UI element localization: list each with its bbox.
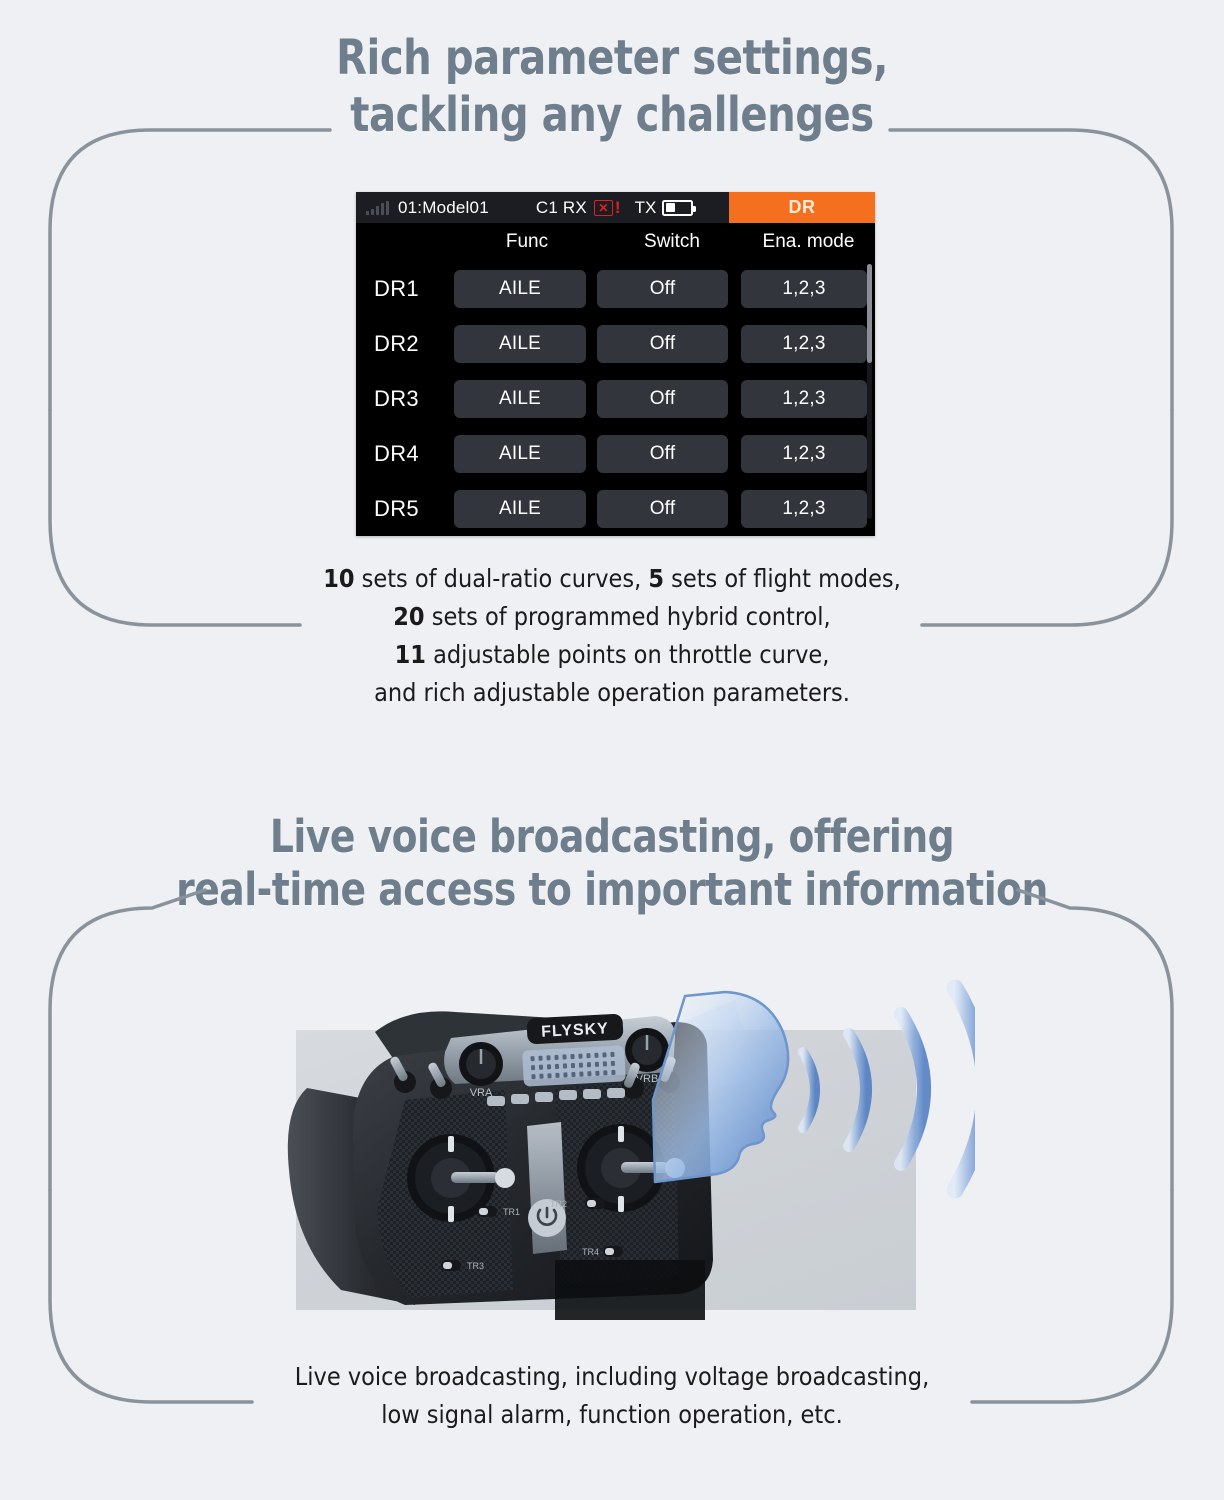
row-switch-cell[interactable]: Off [597,324,728,363]
lcd-scrollbar[interactable] [867,264,872,519]
table-row: DR5 AILE Off 1,2,3 [356,481,875,536]
trim-label-tr1: TR1 [503,1207,520,1217]
row-ena-mode-cell[interactable]: 1,2,3 [741,379,867,418]
section2-caption: Live voice broadcasting, including volta… [0,1358,1224,1434]
section1-heading-line2: tackling any challenges [350,86,874,143]
row-func-cell[interactable]: AILE [454,324,586,363]
lcd-col-switch: Switch [644,231,700,252]
trim-label-tr3: TR3 [467,1261,484,1271]
section1-caption: 10 sets of dual-ratio curves, 5 sets of … [0,560,1224,712]
row-func-cell[interactable]: AILE [454,489,586,528]
row-label: DR2 [374,330,419,356]
row-func-cell[interactable]: AILE [454,269,586,308]
section2-heading: Live voice broadcasting, offering real-t… [43,810,1181,916]
row-switch-cell[interactable]: Off [597,489,728,528]
transmitter-lcd-screen: 01:Model01 C1 RX ✕ ! TX DR Func Switch E… [356,192,875,536]
lcd-scrollbar-thumb[interactable] [867,264,872,364]
row-ena-mode-cell[interactable]: 1,2,3 [741,489,867,528]
caption-line-3: 11 adjustable points on throttle curve, [0,636,1224,674]
row-label: DR4 [374,440,419,466]
speaking-face-icon [651,990,790,1184]
brand-plate [526,1013,624,1045]
caption2-line-1: Live voice broadcasting, including volta… [294,1362,930,1391]
row-switch-cell[interactable]: Off [597,434,728,473]
table-row: DR2 AILE Off 1,2,3 [356,316,875,371]
lcd-col-func: Func [505,231,549,252]
caption-bold-20: 20 [393,602,425,631]
lcd-rx-label: C1 RX [535,197,587,217]
lcd-tx-label: TX [634,197,657,217]
lcd-model-name: 01:Model01 [398,197,489,217]
brand-label: FLYSKY [541,1020,609,1041]
speaker-grille-icon [522,1045,626,1087]
lcd-table-header: Func Switch Ena. mode [356,223,875,261]
button-strip [487,1088,625,1106]
table-row: DR4 AILE Off 1,2,3 [356,426,875,481]
row-ena-mode-cell[interactable]: 1,2,3 [741,434,867,473]
signal-bars-icon [366,200,389,215]
sound-wave-icon [798,979,975,1199]
table-row: DR3 AILE Off 1,2,3 [356,371,875,426]
trim-switches: TR1 TR2 TR3 TR4 [441,1198,623,1271]
caption-text-2: sets of programmed hybrid control, [424,602,831,631]
row-ena-mode-cell[interactable]: 1,2,3 [741,324,867,363]
caption-bold-10: 10 [323,564,355,593]
row-label: DR1 [374,275,419,301]
caption-bold-5: 5 [648,564,665,593]
row-func-cell[interactable]: AILE [454,379,586,418]
table-row: DR1 AILE Off 1,2,3 [356,261,875,316]
lcd-status-bar: 01:Model01 C1 RX ✕ ! TX DR [356,192,875,223]
caption-line-1: 10 sets of dual-ratio curves, 5 sets of … [0,560,1224,598]
right-gimbal [577,1124,685,1212]
lcd-col-ena-mode: Ena. mode [762,231,855,252]
caption-mid-1: sets of dual-ratio curves, [354,564,649,593]
rx-error-icon: ✕ [593,199,613,216]
power-icon [536,1206,558,1226]
section1-heading: Rich parameter settings, tackling any ch… [43,30,1181,143]
battery-icon [662,199,697,216]
row-label: DR3 [374,385,419,411]
row-label: DR5 [374,495,419,521]
caption2-line-2: low signal alarm, function operation, et… [381,1400,843,1429]
caption-line-2: 20 sets of programmed hybrid control, [0,598,1224,636]
section2-heading-line1: Live voice broadcasting, offering [269,810,955,863]
caption-line-4: and rich adjustable operation parameters… [374,678,850,707]
row-switch-cell[interactable]: Off [597,269,728,308]
lcd-page-tab-dr[interactable]: DR [729,192,875,223]
row-func-cell[interactable]: AILE [454,434,586,473]
row-switch-cell[interactable]: Off [597,379,728,418]
transmitter-voice-illustration: FLYSKY VRA VRB [255,960,975,1320]
knob-vra-label: VRA [470,1087,493,1099]
caption-end-1: sets of flight modes, [664,564,901,593]
section2-heading-line2: real-time access to important informatio… [176,863,1048,917]
caption-bold-11: 11 [394,640,426,669]
trim-label-tr2: TR2 [550,1199,567,1209]
trim-label-tr4: TR4 [582,1247,599,1257]
caption-text-3: adjustable points on throttle curve, [425,640,830,669]
section1-heading-line1: Rich parameter settings, [336,30,888,86]
left-gimbal [407,1134,515,1222]
row-ena-mode-cell[interactable]: 1,2,3 [741,269,867,308]
transmitter-lower-panel [555,1260,705,1320]
rx-alert-icon: ! [614,197,621,217]
